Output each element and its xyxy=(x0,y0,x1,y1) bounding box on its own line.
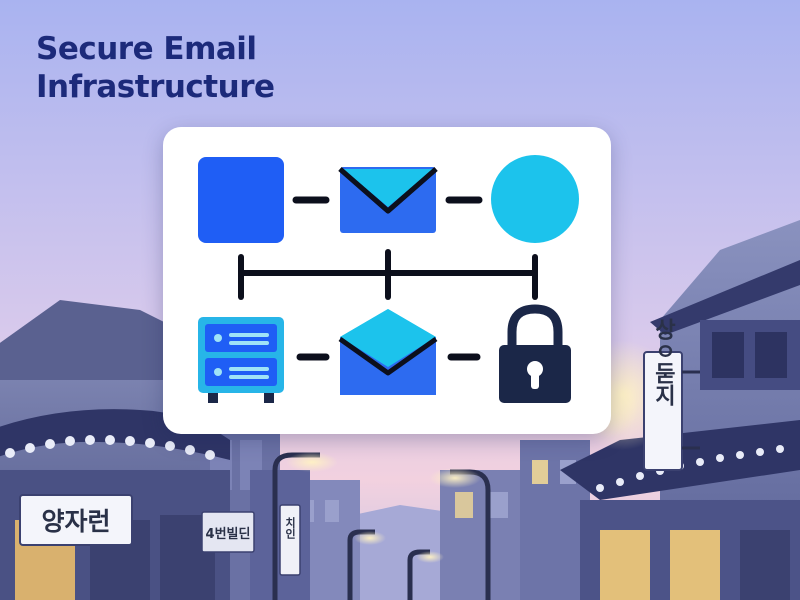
svg-text:치인: 치인 xyxy=(284,516,297,539)
sign-center-small: 치인 xyxy=(279,504,301,576)
svg-text:상ㅇ둗지: 상ㅇ둗지 xyxy=(651,318,676,406)
title-line-1: Secure Email xyxy=(36,31,257,67)
infrastructure-diagram-card xyxy=(163,127,611,434)
circle-icon xyxy=(491,155,579,243)
padlock-icon xyxy=(499,304,571,403)
bracket-connector xyxy=(238,249,538,300)
sign-right: 상ㅇ둗지 xyxy=(643,318,700,471)
page-title: Secure Email Infrastructure xyxy=(36,30,275,106)
lamp-lights xyxy=(286,452,481,563)
sign-left: 양자런 xyxy=(19,494,133,546)
svg-text:양자런: 양자런 xyxy=(41,507,110,536)
sign-center-left: 4번빌딘 xyxy=(201,511,255,553)
envelope-icon xyxy=(338,167,438,233)
server-icon xyxy=(198,317,284,403)
title-line-2: Infrastructure xyxy=(36,69,275,105)
infrastructure-diagram xyxy=(198,155,579,403)
open-envelope-icon xyxy=(338,309,438,395)
svg-text:4번빌딘: 4번빌딘 xyxy=(206,526,251,542)
blue-square-icon xyxy=(198,157,284,243)
